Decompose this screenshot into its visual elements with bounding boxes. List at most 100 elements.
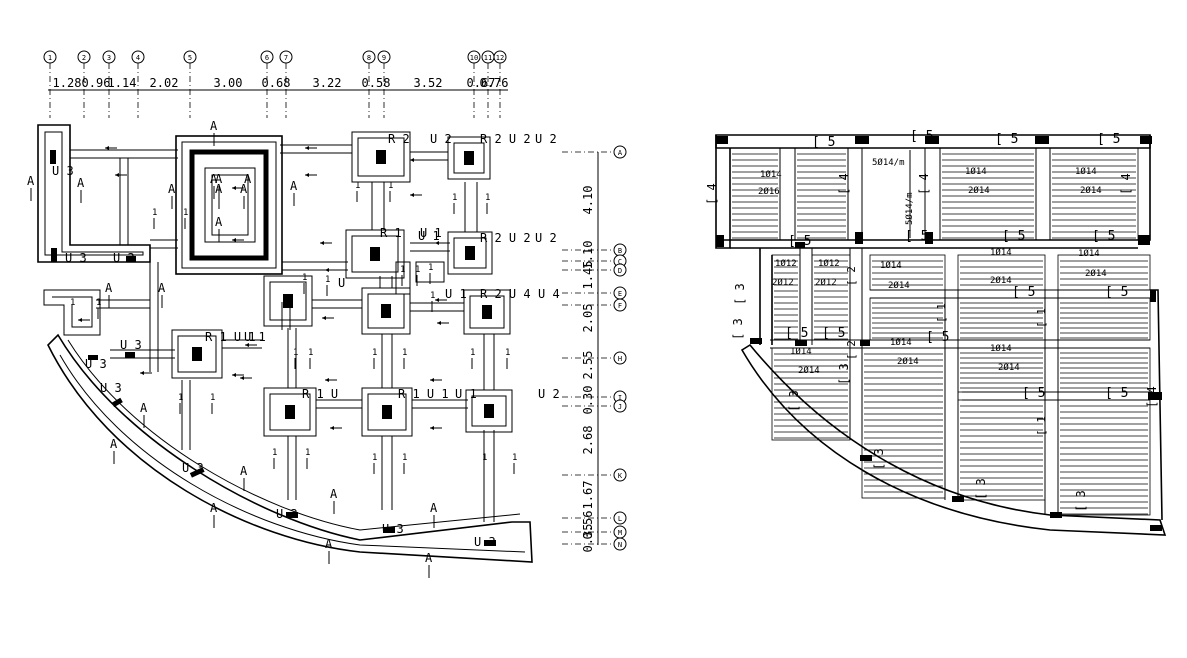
footing-pad-inner (367, 293, 405, 329)
strip-footing (119, 158, 129, 245)
slab-panel (1049, 147, 1139, 241)
bracket-mark: [ 3 (837, 363, 851, 385)
direction-arrowhead (430, 378, 434, 382)
grid-marker-label: 9 (382, 54, 386, 62)
direction-arrowhead (232, 186, 236, 190)
grid-dimension: 1.67 (581, 481, 595, 510)
slab-panel (957, 254, 1046, 291)
slab-panel (729, 147, 781, 241)
grid-marker-label: 5 (188, 54, 192, 62)
wall-column (51, 248, 57, 262)
bar-label: 1Ø12 (775, 258, 797, 269)
bracket-mark: [ 5 (785, 326, 808, 341)
column (464, 151, 474, 165)
small-strip-inner (52, 296, 93, 328)
footing-pad-inner (269, 393, 311, 431)
column-block (855, 232, 863, 244)
footing-pad-inner (357, 137, 405, 177)
section-mark: A (77, 176, 85, 190)
direction-arrowhead (115, 173, 119, 177)
footing-label: R 2 U 2 (480, 231, 531, 245)
footing-label: R 2 (388, 132, 410, 146)
footing-label: U 1 (445, 287, 467, 301)
direction-arrowhead (322, 316, 326, 320)
bar-label: 2Ø14 (1085, 268, 1107, 279)
column (381, 304, 391, 318)
direction-arrowhead (325, 378, 329, 382)
direction-arrowhead (240, 376, 244, 380)
grid-marker-label: 4 (136, 54, 140, 62)
bracket-mark: [ 3 (974, 478, 988, 500)
direction-arrowhead (78, 318, 82, 322)
tie-mark: 1 (402, 348, 407, 358)
section-mark: A (215, 172, 223, 186)
grid-dimension: 1.10 (581, 241, 595, 270)
column-block (855, 136, 869, 144)
wall-column (88, 355, 98, 360)
footing-label: U 3 (65, 251, 87, 265)
column (465, 246, 475, 260)
stirrup-label: 5Ø14/m (872, 157, 905, 168)
section-mark: A (210, 119, 218, 133)
tie-mark: 1 (325, 275, 330, 285)
section-mark: A (210, 172, 218, 186)
bracket-mark: [ 2 (845, 266, 858, 286)
tie-mark: 1 (210, 393, 215, 403)
footing-label: R 1 (380, 226, 402, 240)
right-top-beam (1138, 135, 1151, 241)
grid-dimension: 2.05 (581, 304, 595, 333)
grid-marker-circle (613, 537, 627, 551)
bracket-mark: [ 3 (731, 318, 745, 340)
footing-label: U 2 (430, 132, 452, 146)
footing-label: U 3 (52, 164, 74, 178)
bracket-mark: [ 5 (910, 129, 933, 144)
bar-label: 2Ø12 (815, 277, 837, 288)
small-strip (43, 289, 101, 336)
direction-arrowhead (410, 158, 414, 162)
footing-label: U 2 (535, 132, 557, 146)
grid-dimension: 2.68 (581, 426, 595, 455)
bar-label: 1Ø14 (965, 166, 987, 177)
footing-label: R 1 U 1 (205, 330, 256, 344)
footing-label: U 3 (474, 535, 496, 549)
strip-footing (150, 239, 178, 249)
grid-dimension: 0.96 (82, 76, 111, 90)
grid-marker-label: 7 (284, 54, 288, 62)
footing-label: U 2 (535, 231, 557, 245)
bar-labels: 1Ø142Ø161Ø142Ø141Ø142Ø141Ø122Ø121Ø122Ø12… (758, 166, 1107, 376)
column-block (1138, 235, 1150, 245)
footing-label: U 3 (113, 251, 135, 265)
bar-label: 2Ø14 (888, 280, 910, 291)
grid-dimension: 0.67 (467, 76, 496, 90)
footing-label: U 1 (418, 229, 440, 243)
grid-marker-label: L (618, 515, 622, 523)
grid-marker-label: F (618, 302, 622, 310)
bracket-mark: [ 5 (1022, 386, 1045, 401)
bracket-mark: [ 5 (926, 330, 949, 345)
slab-panel (1057, 347, 1151, 393)
strip-footing (280, 144, 352, 154)
bracket-mark: [ 4 (1119, 173, 1133, 195)
footing-pad-inner (269, 281, 307, 321)
grid-marker-label: 3 (107, 54, 111, 62)
column-block (925, 232, 933, 244)
grid-dimension: 3.22 (313, 76, 342, 90)
bar-label: 2Ø12 (772, 277, 794, 288)
bracket-mark: [ 4 (705, 183, 719, 205)
tie-mark: 1 (402, 453, 407, 463)
bracket-mark: [ 5 (1002, 229, 1025, 244)
wall-column (286, 512, 298, 518)
bracket-mark: [ 5 (1097, 132, 1120, 147)
direction-arrowhead (435, 298, 439, 302)
bracket-mark: [ 5 (788, 234, 811, 249)
footing-label: U 3 (276, 507, 298, 521)
tie-mark: 1 (305, 448, 310, 458)
bar-label: 2Ø14 (897, 356, 919, 367)
grid-marker-circle (613, 351, 627, 365)
bracket-mark: [ 1 (1035, 308, 1048, 328)
direction-arrowhead (430, 426, 434, 430)
left-lower-beam (759, 248, 773, 345)
grid-marker-label: B (618, 247, 622, 255)
